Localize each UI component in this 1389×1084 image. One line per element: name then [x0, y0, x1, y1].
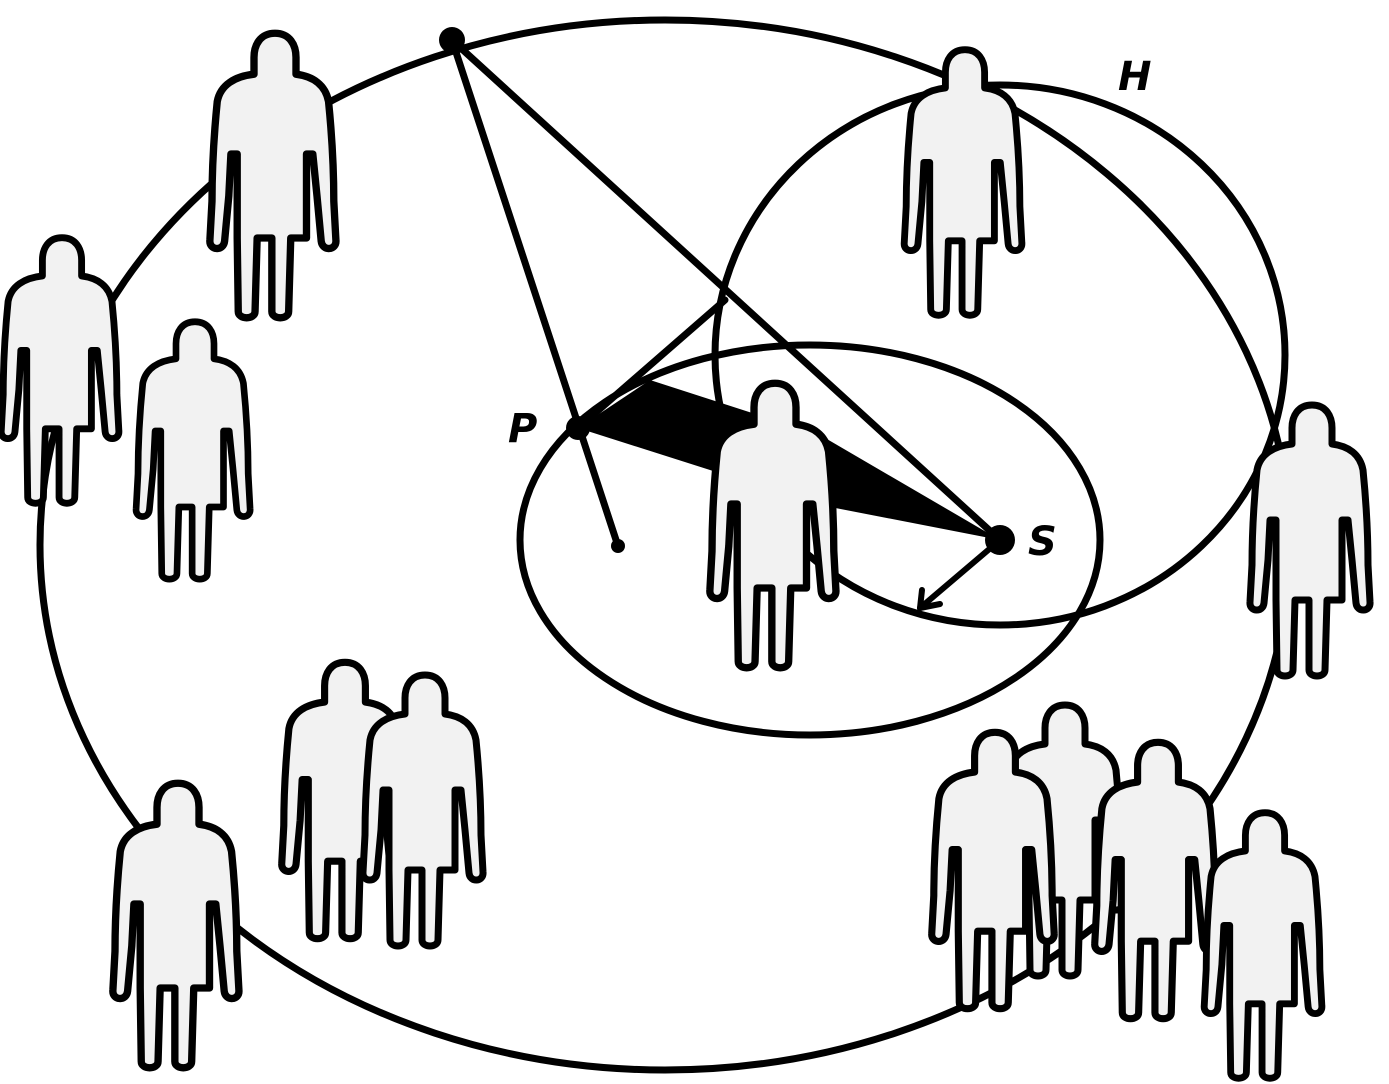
label-s: S	[1028, 519, 1057, 565]
label-h: H	[1118, 54, 1151, 100]
person-bottom-left	[113, 783, 239, 1068]
node-p	[566, 416, 590, 440]
node-end	[611, 539, 625, 553]
person-group-front	[1204, 813, 1322, 1079]
label-p: P	[508, 406, 537, 452]
person-top-left	[210, 33, 336, 318]
node-top	[439, 27, 465, 53]
person-top-right	[904, 50, 1022, 316]
line-s-arrow	[920, 540, 1000, 608]
node-s	[985, 525, 1015, 555]
arrow-head-b	[920, 604, 940, 608]
person-left-edge	[1, 238, 119, 504]
person-left-inner	[136, 322, 250, 579]
